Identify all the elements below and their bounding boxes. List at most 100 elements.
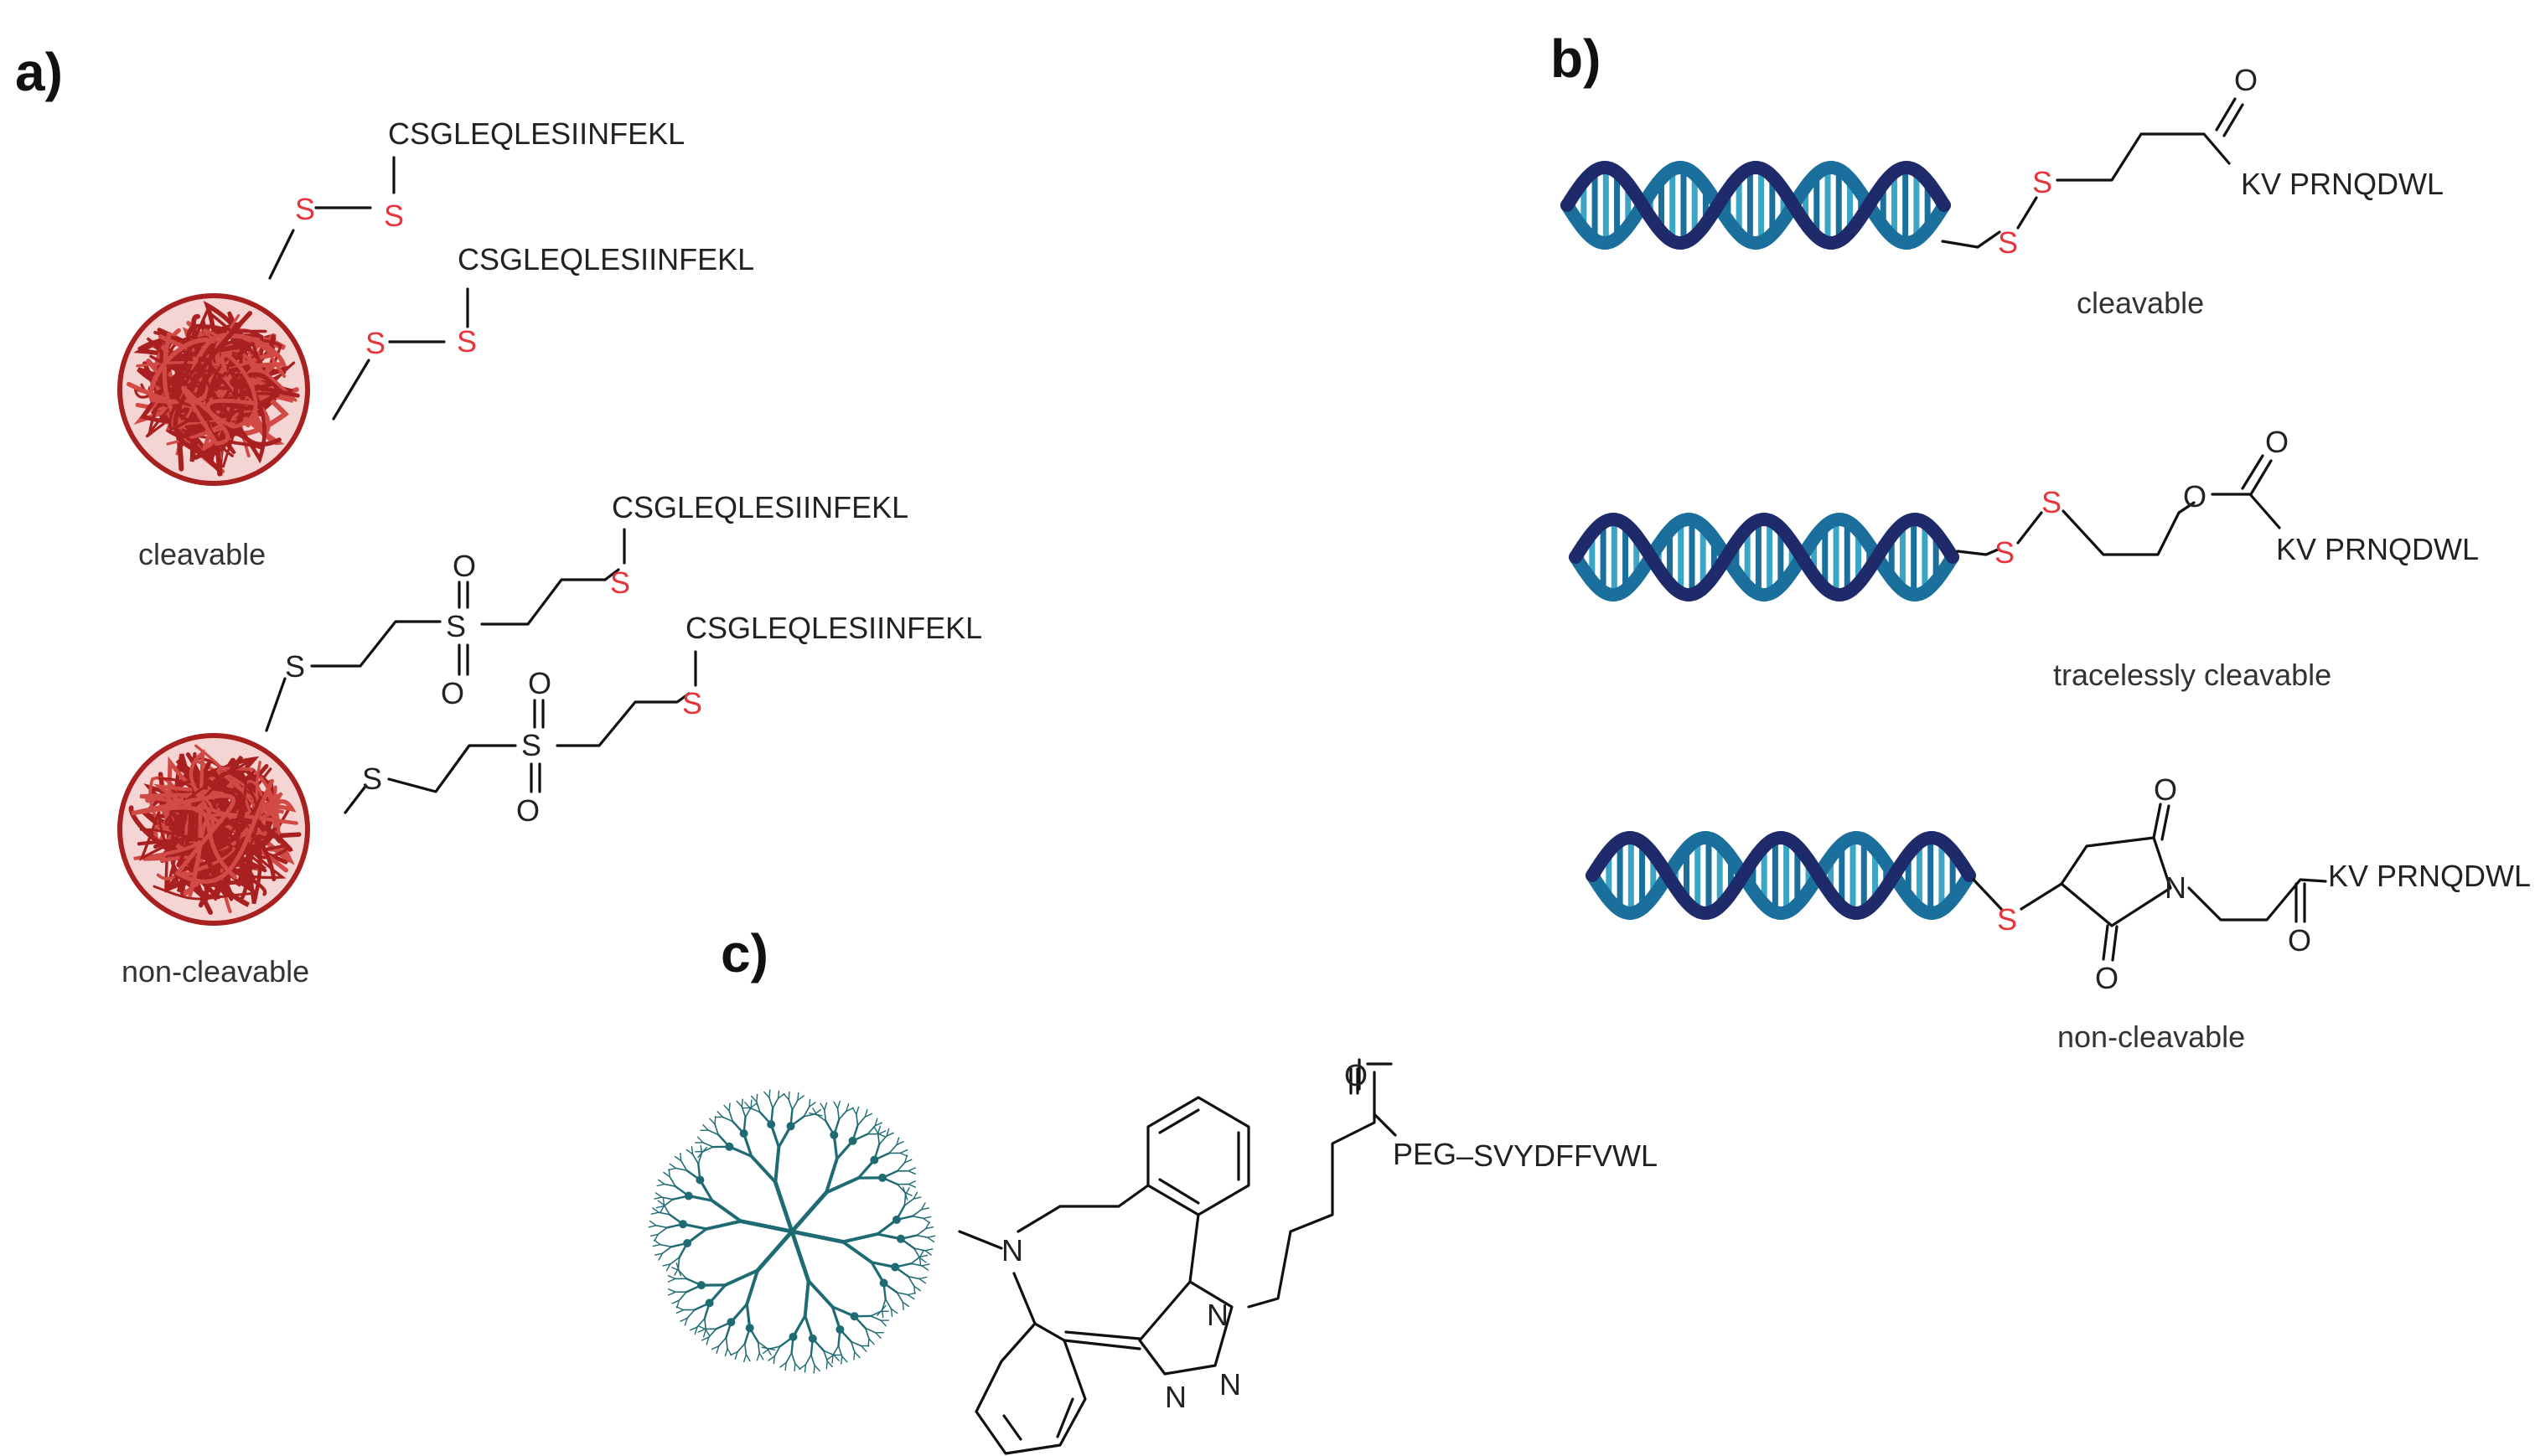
dendrimer-branch (864, 1113, 873, 1118)
dendrimer-branch (908, 1169, 917, 1175)
dendrimer-branch (727, 1348, 732, 1356)
dendrimer-branch (703, 1318, 707, 1330)
dendrimer-branch (654, 1196, 663, 1200)
dendrimer-branch (663, 1171, 670, 1178)
dendrimer-branch (927, 1235, 936, 1238)
peptide-label: KV PRNQDWL (2241, 167, 2444, 201)
dendrimer-branch (806, 1278, 835, 1309)
dendrimer-branch (899, 1152, 908, 1157)
sulfone-sulfur: S (446, 609, 466, 643)
dendrimer-branch (660, 1243, 672, 1248)
dendrimer-branch (757, 1341, 768, 1350)
dendrimer-branch (668, 1288, 676, 1293)
dendrimer-branch (899, 1149, 908, 1154)
dendrimer-branch (677, 1257, 680, 1269)
panel-b-label: b) (1550, 28, 1601, 89)
dendrimer-branch (675, 1167, 688, 1171)
dendrimer-branch (669, 1163, 677, 1169)
oxygen-atom: O (2265, 425, 2289, 459)
dendrimer-branch (788, 1098, 794, 1111)
dendrimer-branch (856, 1113, 859, 1126)
dendrimer-branch (853, 1314, 867, 1330)
caption-cleavable: cleavable (138, 537, 266, 571)
dendrimer-branch (705, 1329, 711, 1337)
dendrimer-branch (667, 1278, 676, 1283)
dendrimer-branch (768, 1345, 781, 1350)
dendrimer-branch (794, 1362, 796, 1372)
dendrimer-branch (755, 1229, 794, 1273)
dendrimer-branch (691, 1145, 694, 1155)
dendrimer-branch (676, 1299, 680, 1309)
dendrimer-branch (814, 1365, 820, 1372)
dendrimer-branch (743, 1343, 748, 1355)
dendrimer-branch (736, 1100, 742, 1107)
dendrimer-branch (697, 1328, 706, 1333)
dendrimer-branch (873, 1143, 881, 1161)
dendrimer-branch (779, 1361, 787, 1368)
dendrimer-branch (758, 1352, 764, 1360)
dendrimer-branch (910, 1262, 923, 1267)
dendrimer-branch (707, 1129, 720, 1136)
dendrimer-branch (648, 1225, 657, 1228)
dendrimer-branch (841, 1232, 879, 1244)
dendrimer-branch (884, 1299, 892, 1310)
dendrimer-branch (773, 1345, 781, 1357)
dendrimer-branch (697, 1136, 704, 1144)
dendrimer-branch (927, 1237, 935, 1243)
dendrimer-branch (685, 1149, 694, 1155)
dendrimer-branch (913, 1191, 918, 1200)
dendrimer-branch (701, 1336, 710, 1341)
dendrimer-branch (725, 1320, 732, 1340)
dendrimer-branch (893, 1262, 913, 1268)
dendrimer-branch (669, 1175, 676, 1187)
dendrimer-branch (784, 1361, 787, 1371)
dendrimer-branch (877, 1133, 887, 1138)
dendrimer-branch (749, 1154, 778, 1185)
dendrimer-branch (655, 1225, 668, 1229)
dendrimer-branch (865, 1327, 870, 1340)
dendrimer-branch (870, 1310, 882, 1317)
oxygen-atom: O (2288, 923, 2311, 958)
oxygen-atom: O (2234, 63, 2258, 97)
dendrimer-branch (661, 1246, 672, 1254)
dendrimer-branch (723, 1268, 759, 1287)
dendrimer-branch (874, 1122, 883, 1127)
dendrimer-branch (860, 1345, 867, 1352)
dendrimer-branch (921, 1265, 929, 1271)
dendrimer-branch (912, 1209, 923, 1217)
nitrogen-atom: N (1001, 1233, 1023, 1268)
dendrimer-branch (670, 1257, 680, 1265)
dendrimer-branch (678, 1242, 689, 1259)
dendrimer-branch (823, 1350, 829, 1362)
dendrimer-branch (824, 1102, 828, 1111)
dna-strand (1560, 160, 1951, 250)
dendrimer-branch (748, 1326, 759, 1344)
dendrimer-branch (870, 1315, 882, 1321)
dendrimer-branch (877, 1125, 882, 1134)
dendrimer-branch (833, 1118, 841, 1137)
panel-a-label: a) (15, 42, 63, 102)
peptide-label: KV PRNQDWL (2328, 859, 2531, 893)
dendrimer-branch (768, 1089, 771, 1098)
nanoparticle-strand (148, 333, 287, 405)
dendrimer-branch (895, 1204, 906, 1221)
dendrimer-branch (734, 1350, 738, 1360)
dendrimer-branch (779, 1335, 794, 1348)
dendrimer-branch (813, 1365, 815, 1374)
dendrimer-branch (854, 1351, 861, 1359)
dendrimer-branch (743, 1354, 748, 1363)
dendrimer-branch (789, 1115, 805, 1128)
nanoparticle-strand (173, 311, 253, 461)
dendrimer-branch (913, 1196, 922, 1200)
dendrimer-branch (664, 1183, 676, 1187)
dendrimer-branch (678, 1269, 687, 1280)
dendrimer-branch (880, 1319, 887, 1327)
dendrimer-branch (809, 1102, 816, 1107)
dendrimer-branch (657, 1200, 665, 1206)
dendrimer-branch (680, 1159, 688, 1171)
dendrimer-branch (654, 1239, 661, 1246)
sulfur-atom: S (384, 199, 404, 233)
dendrimer-branch (662, 1196, 665, 1206)
dendrimer-branch (706, 1336, 710, 1345)
dendrimer-branch (690, 1326, 698, 1331)
